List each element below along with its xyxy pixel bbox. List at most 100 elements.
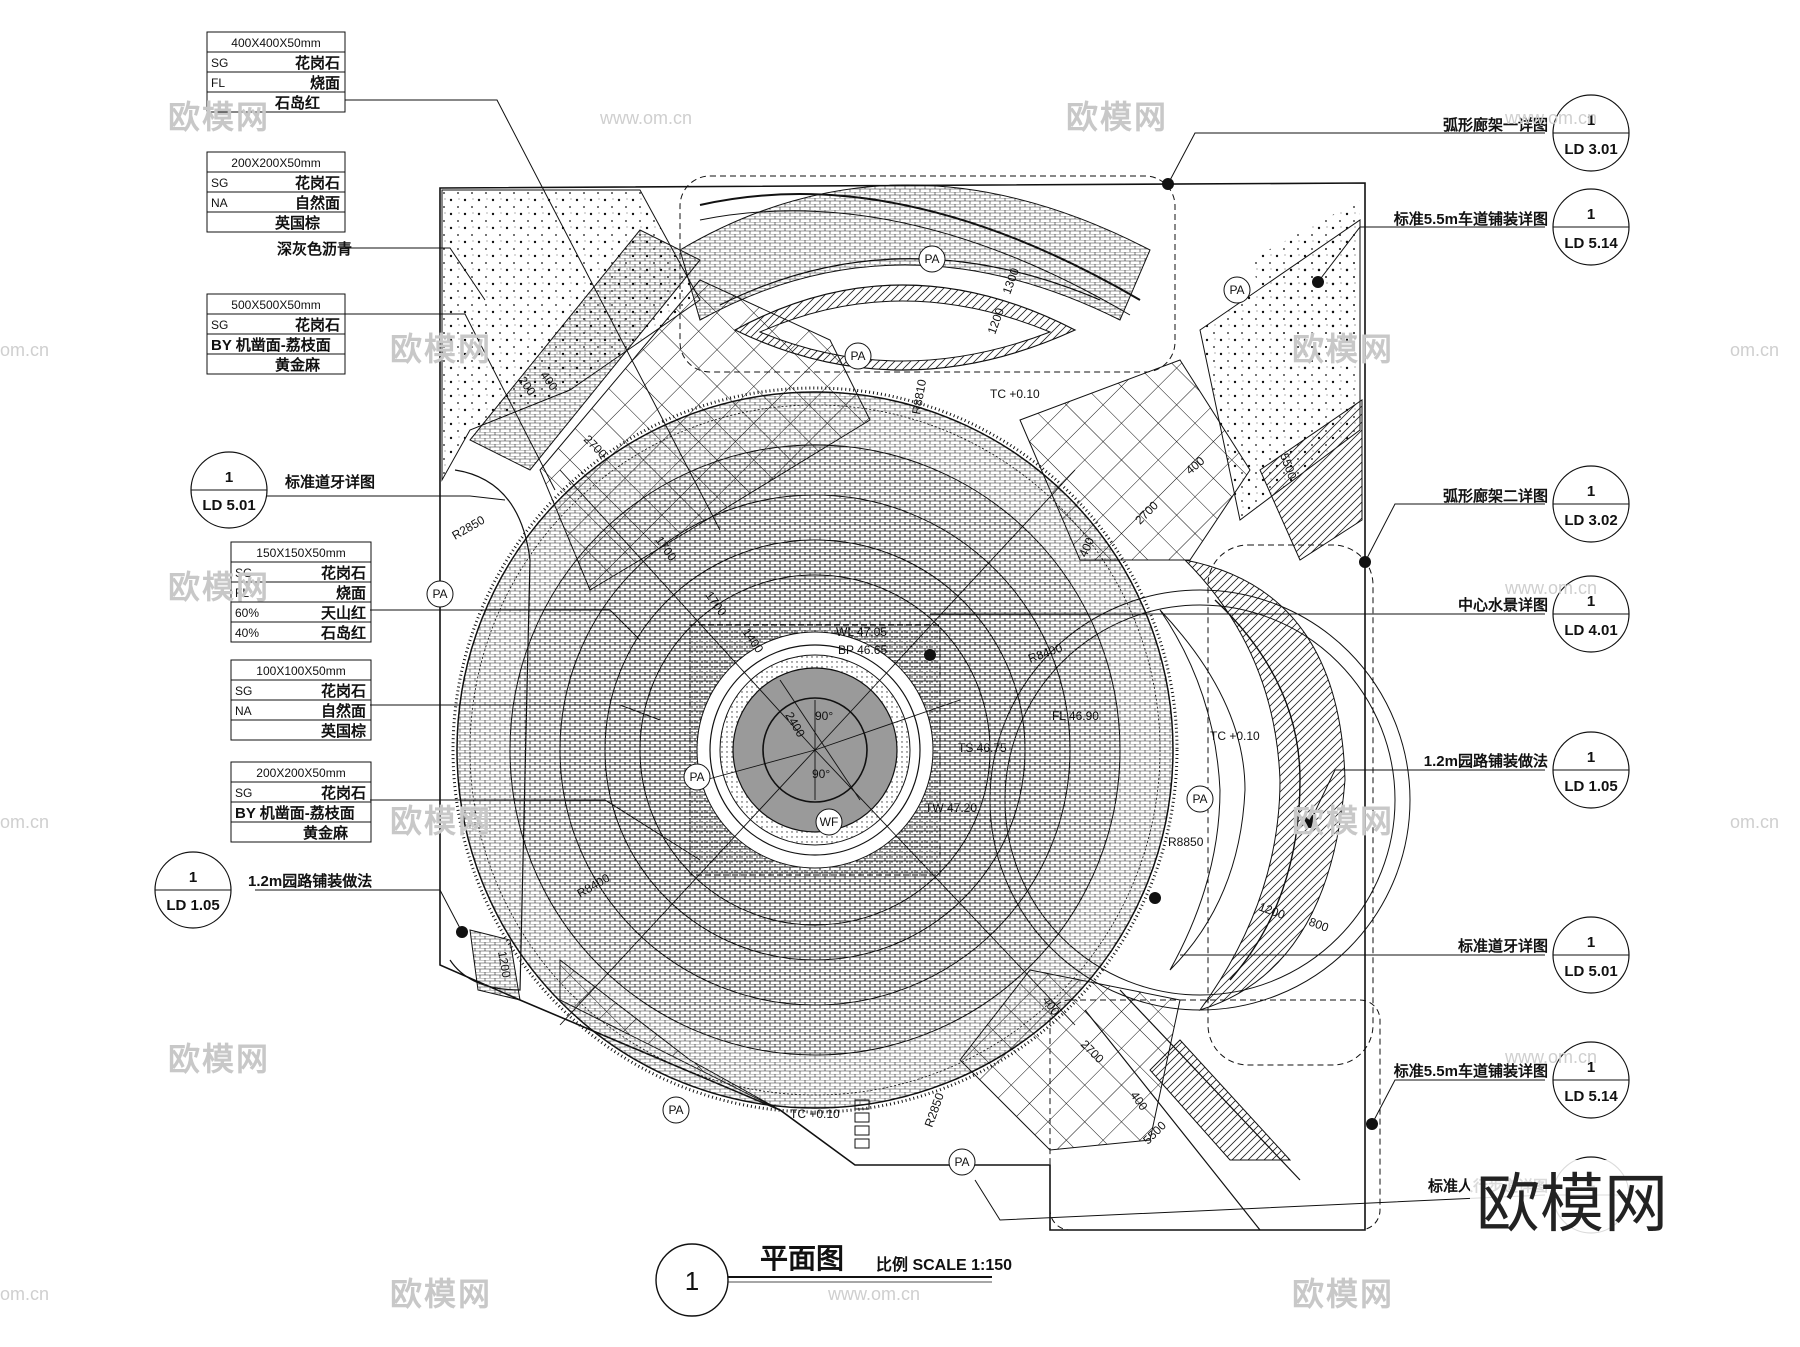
radius-r8850: R8850 <box>1168 835 1204 849</box>
svg-text:弧形廊架一详图: 弧形廊架一详图 <box>1443 116 1548 134</box>
svg-text:PA: PA <box>924 252 939 266</box>
callout-path-paving-left: 1 LD 1.05 1.2m园路铺装做法 <box>154 851 372 929</box>
svg-text:400X400X50mm: 400X400X50mm <box>231 36 320 50</box>
watermark-text: 欧模网 <box>168 99 270 135</box>
svg-text:FL: FL <box>235 586 249 600</box>
svg-text:NA: NA <box>235 704 252 718</box>
dim-1200: 1200 <box>495 950 513 979</box>
svg-text:标准5.5m车道铺装详图: 标准5.5m车道铺装详图 <box>1393 1062 1548 1080</box>
watermark-site: www.om.cn <box>1504 578 1597 598</box>
material-legends: 400X400X50mm SG 花岗石 FL 烧面 石岛红 200X200X50… <box>206 31 372 843</box>
svg-text:黄金麻: 黄金麻 <box>303 824 349 842</box>
wf-tag: WF <box>815 808 843 836</box>
watermarks: 欧模网 欧模网 欧模网 欧模网 欧模网 欧模网 欧模网 欧模网 欧模网 欧模网 … <box>0 99 1779 1312</box>
svg-text:烧面: 烧面 <box>336 584 366 602</box>
svg-text:英国棕: 英国棕 <box>321 722 366 740</box>
svg-text:BY 机凿面-荔枝面: BY 机凿面-荔枝面 <box>211 336 331 354</box>
watermark-text: 欧模网 <box>1066 99 1168 135</box>
svg-text:花岗石: 花岗石 <box>321 564 366 582</box>
svg-text:40%: 40% <box>235 626 259 640</box>
watermark-site: www.om.cn <box>599 108 692 128</box>
svg-text:LD 5.14: LD 5.14 <box>1564 1088 1618 1105</box>
svg-text:1: 1 <box>1587 1059 1595 1076</box>
pa-tag: PA <box>948 1148 976 1176</box>
svg-text:WF: WF <box>820 815 839 829</box>
tc-level: TC +0.10 <box>790 1107 840 1121</box>
legend-200x200-b: 200X200X50mm SG 花岗石 BY 机凿面-荔枝面 黄金麻 <box>230 761 372 843</box>
title-name: 平面图 <box>760 1243 844 1274</box>
svg-text:黄金麻: 黄金麻 <box>275 356 321 374</box>
svg-text:1: 1 <box>1587 206 1595 223</box>
svg-text:1: 1 <box>1587 483 1595 500</box>
svg-text:标准5.5m车道铺装详图: 标准5.5m车道铺装详图 <box>1393 210 1548 228</box>
svg-text:花岗石: 花岗石 <box>295 174 340 192</box>
svg-text:LD 1.05: LD 1.05 <box>1564 778 1617 795</box>
callout-curb-detail-right: 1 LD 5.01 标准道牙详图 <box>1457 916 1630 994</box>
svg-text:石岛红: 石岛红 <box>274 94 320 112</box>
callout-path-paving-right: 1 LD 1.05 1.2m园路铺装做法 <box>1424 731 1630 809</box>
svg-text:PA: PA <box>1192 792 1207 806</box>
watermark-text: 欧模网 <box>168 1041 270 1077</box>
svg-text:1: 1 <box>1587 593 1595 610</box>
svg-text:花岗石: 花岗石 <box>321 784 366 802</box>
svg-text:花岗石: 花岗石 <box>295 54 340 72</box>
title-number: 1 <box>685 1266 699 1296</box>
dim-800: 800 <box>1307 915 1331 935</box>
svg-text:LD 5.01: LD 5.01 <box>1564 963 1617 980</box>
callout-pergola-1: 1 LD 3.01 弧形廊架一详图 <box>1443 94 1630 172</box>
watermark-text: 欧模网 <box>168 569 270 605</box>
svg-text:SG: SG <box>211 56 228 70</box>
callout-road-paving-2: 1 LD 5.14 标准5.5m车道铺装详图 <box>1393 1041 1630 1119</box>
fl-level: FL 46.90 <box>1052 709 1099 723</box>
svg-text:1.2m园路铺装做法: 1.2m园路铺装做法 <box>248 872 372 890</box>
svg-text:1.2m园路铺装做法: 1.2m园路铺装做法 <box>1424 752 1548 770</box>
svg-text:天山红: 天山红 <box>321 604 366 622</box>
svg-text:LD 1.05: LD 1.05 <box>166 897 219 914</box>
svg-text:SG: SG <box>235 566 252 580</box>
svg-text:深灰色沥青: 深灰色沥青 <box>277 240 352 258</box>
bp-level: BP 46.65 <box>838 643 887 657</box>
svg-text:NA: NA <box>211 196 228 210</box>
watermark-text: 欧模网 <box>390 1276 492 1312</box>
callout-fountain: 1 LD 4.01 中心水景详图 <box>1458 575 1630 653</box>
radius-r2850: R2850 <box>450 513 488 543</box>
pa-tag: PA <box>662 1096 690 1124</box>
svg-text:中心水景详图: 中心水景详图 <box>1458 596 1548 614</box>
watermark-text: 欧模网 <box>390 803 492 839</box>
svg-text:LD 5.01: LD 5.01 <box>202 497 255 514</box>
svg-text:PA: PA <box>1229 283 1244 297</box>
watermark-site: www.om.cn <box>1504 108 1597 128</box>
svg-text:1: 1 <box>1587 749 1595 766</box>
callout-curb-detail-left: 1 LD 5.01 标准道牙详图 <box>190 451 470 529</box>
left-callouts: 1 LD 5.01 标准道牙详图 1 LD 1.05 1.2m园路铺装做法 <box>154 451 470 929</box>
wl-level: WL 47.05 <box>836 625 887 639</box>
drawing-title: 1 平面图 比例 SCALE 1:150 <box>655 1243 1012 1317</box>
title-scale: 比例 SCALE 1:150 <box>876 1255 1012 1274</box>
svg-text:弧形廊架二详图: 弧形廊架二详图 <box>1443 487 1548 505</box>
svg-text:200X200X50mm: 200X200X50mm <box>256 766 345 780</box>
ts-level: TS 46.75 <box>958 741 1007 755</box>
svg-text:LD 4.01: LD 4.01 <box>1564 622 1617 639</box>
pa-tag: PA <box>1223 276 1251 304</box>
svg-text:1: 1 <box>225 469 233 486</box>
svg-text:花岗石: 花岗石 <box>321 682 366 700</box>
watermark-text: 欧模网 <box>1292 803 1394 839</box>
legend-400x400: 400X400X50mm SG 花岗石 FL 烧面 石岛红 <box>206 31 346 113</box>
watermark-logo: 欧模网 <box>1476 1168 1668 1240</box>
watermark-text: 欧模网 <box>1292 1276 1394 1312</box>
legend-500x500: 500X500X50mm SG 花岗石 BY 机凿面-荔枝面 黄金麻 <box>206 293 346 375</box>
svg-text:500X500X50mm: 500X500X50mm <box>231 298 320 312</box>
svg-text:150X150X50mm: 150X150X50mm <box>256 546 345 560</box>
svg-text:PA: PA <box>954 1155 969 1169</box>
watermark-site: om.cn <box>1730 340 1779 360</box>
pa-tag: PA <box>1186 785 1214 813</box>
svg-text:200X200X50mm: 200X200X50mm <box>231 156 320 170</box>
svg-text:自然面: 自然面 <box>321 702 366 720</box>
svg-text:LD 3.02: LD 3.02 <box>1564 512 1617 529</box>
callout-pergola-2: 1 LD 3.02 弧形廊架二详图 <box>1443 465 1630 543</box>
watermark-site: om.cn <box>0 812 49 832</box>
watermark-text: 欧模网 <box>390 331 492 367</box>
watermark-site: om.cn <box>0 340 49 360</box>
legend-100x100: 100X100X50mm SG 花岗石 NA 自然面 英国棕 <box>230 659 372 741</box>
